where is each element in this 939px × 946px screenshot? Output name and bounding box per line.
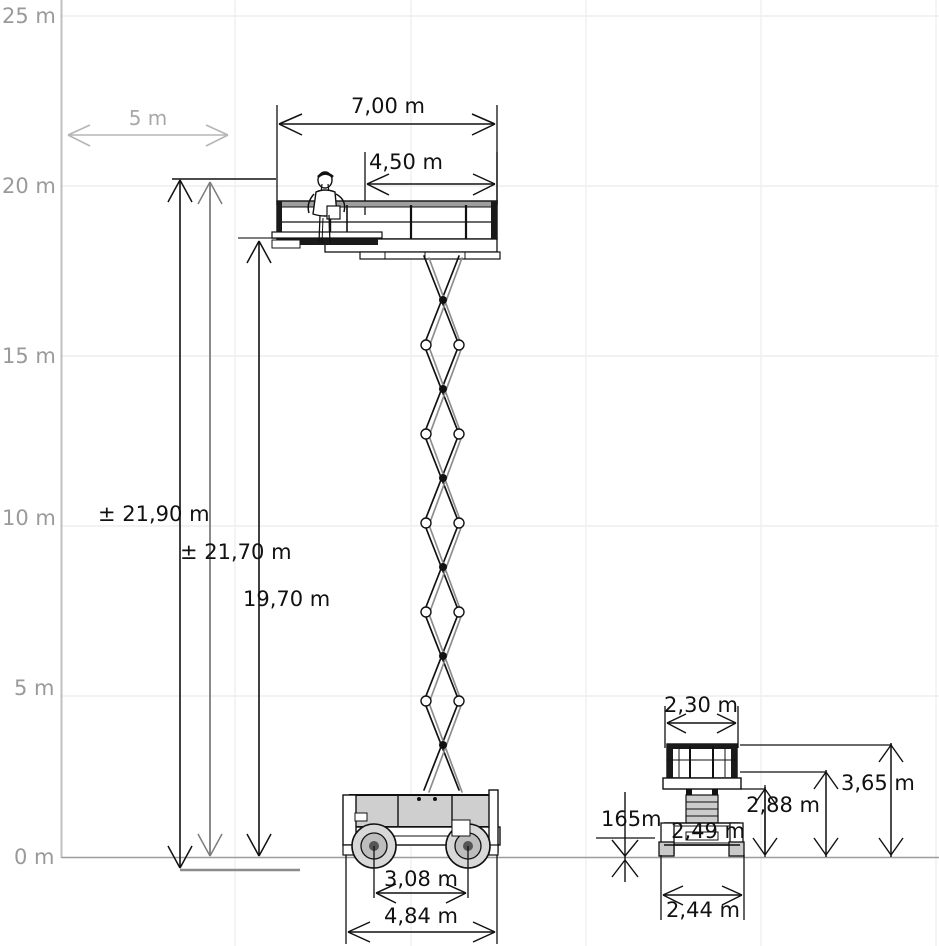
- platform-floor-height-dimension: 19,70 m: [243, 240, 330, 857]
- platform-width-base-dimension: 4,50 m: [364, 150, 498, 215]
- stowed-height-low-label: 2,49 m: [671, 819, 745, 843]
- stowed-machine-assembly: [658, 743, 745, 857]
- elevated-platform-assembly: [271, 200, 501, 260]
- working-height-dimension: ± 21,90 m: [98, 179, 210, 869]
- platform-floor-height-label: 19,70 m: [243, 587, 330, 611]
- axis-tick-10m: 10 m: [2, 506, 56, 530]
- grid-vertical-lines: [234, 0, 937, 946]
- platform-width-base-label: 4,50 m: [369, 150, 443, 174]
- axis-tick-0m: 0 m: [14, 845, 55, 869]
- wheelbase-dimension: 3,08 m: [373, 846, 469, 904]
- stowed-height-mid-label: 2,88 m: [746, 793, 820, 817]
- operator-figure: [307, 171, 346, 244]
- ground-clearance-label: 165m: [601, 807, 662, 831]
- scale-bar: 5 m: [67, 106, 229, 147]
- stowed-height-top-dimension: 3,65 m: [841, 743, 915, 857]
- ground-clearance-dimension: 165m: [596, 792, 662, 882]
- scale-bar-label: 5 m: [129, 106, 168, 130]
- axis-tick-25m: 25 m: [2, 4, 56, 28]
- grid-horizontal-lines: [60, 15, 939, 697]
- stowed-height-top-label: 3,65 m: [841, 771, 915, 795]
- axis-tick-15m: 15 m: [2, 344, 56, 368]
- platform-width-total-label: 7,00 m: [351, 94, 425, 118]
- platform-height-extended-label: ± 21,70 m: [180, 540, 292, 564]
- stowed-height-low-dimension: 2,49 m: [671, 785, 778, 857]
- stowed-platform-width-label: 2,30 m: [664, 693, 738, 717]
- stowed-platform-width-dimension: 2,30 m: [664, 693, 739, 748]
- platform-width-total-dimension: 7,00 m: [276, 94, 498, 205]
- chassis-extended-machine: [342, 789, 501, 869]
- machine-length-label: 4,84 m: [384, 904, 458, 928]
- platform-height-extended-dimension: ± 21,70 m: [180, 181, 292, 857]
- stowed-height-mid-dimension: 2,88 m: [746, 770, 839, 857]
- stowed-chassis-width-label: 2,44 m: [666, 898, 740, 922]
- stowed-height-witness-lines: [740, 744, 892, 790]
- stowed-chassis-width-dimension: 2,44 m: [660, 855, 745, 922]
- axis-tick-20m: 20 m: [2, 174, 56, 198]
- axis-tick-5m: 5 m: [14, 676, 55, 700]
- machine-length-dimension: 4,84 m: [345, 855, 498, 944]
- wheelbase-label: 3,08 m: [384, 867, 458, 891]
- working-height-label: ± 21,90 m: [98, 502, 210, 526]
- scissor-mechanism: [420, 255, 465, 793]
